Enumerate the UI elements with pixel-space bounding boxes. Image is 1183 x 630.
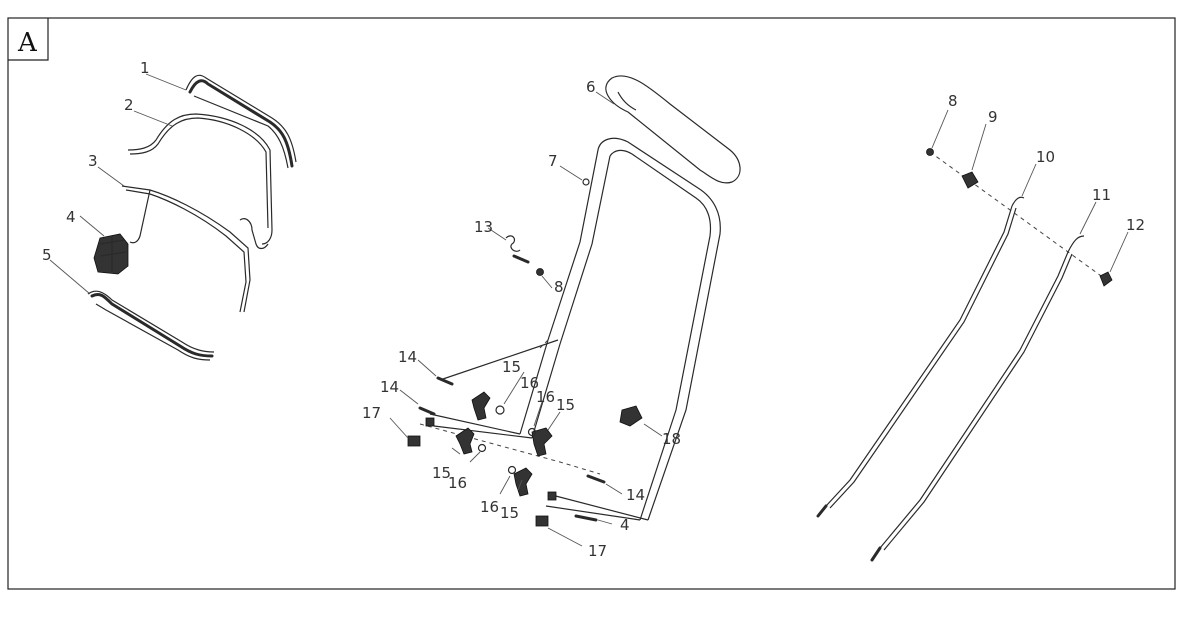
part-label-4: 4 <box>66 208 76 226</box>
part-label-14a: 14 <box>398 348 417 366</box>
part-label-14d: 4 <box>620 516 630 534</box>
part-label-12: 12 <box>1126 216 1145 234</box>
part-label-11: 11 <box>1092 186 1111 204</box>
handle-group <box>389 75 741 547</box>
part-label-15a: 15 <box>502 358 521 376</box>
part-label-16a: 16 <box>520 374 539 392</box>
part-label-6: 6 <box>586 78 596 96</box>
part-label-14b: 14 <box>380 378 399 396</box>
part-label-5: 5 <box>42 246 52 264</box>
diagram-frame <box>7 17 1176 590</box>
part-label-13: 13 <box>474 218 493 236</box>
part-label-8b: 8 <box>948 92 958 110</box>
part-label-2: 2 <box>124 96 134 114</box>
part-label-1: 1 <box>140 59 150 77</box>
part-label-3: 3 <box>88 152 98 170</box>
bag-frame-group <box>49 73 297 361</box>
part-label-7: 7 <box>548 152 558 170</box>
panel-letter-box <box>8 18 49 61</box>
part-label-16b: 16 <box>536 388 555 406</box>
part-label-16d: 16 <box>480 498 499 516</box>
part-label-17a: 17 <box>362 404 381 422</box>
part-label-16c: 16 <box>448 474 467 492</box>
part-label-15c: 15 <box>432 464 451 482</box>
part-label-15d: 15 <box>500 504 519 522</box>
part-label-10: 10 <box>1036 148 1055 166</box>
cable-group <box>816 109 1129 562</box>
part-label-14c: 14 <box>626 486 645 504</box>
part-label-8a: 8 <box>554 278 564 296</box>
part-label-17b: 17 <box>588 542 607 560</box>
part-label-18: 18 <box>662 430 681 448</box>
part-label-15b: 15 <box>556 396 575 414</box>
panel-letter: A <box>17 28 38 58</box>
part-label-9: 9 <box>988 108 998 126</box>
